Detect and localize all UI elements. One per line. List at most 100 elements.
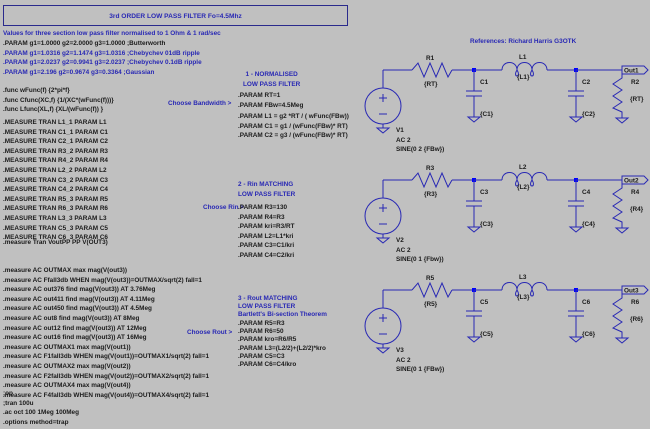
resistor-icon[interactable]	[411, 281, 453, 299]
capacitor-icon[interactable]	[568, 310, 584, 317]
measure-ac-directive[interactable]: .measure AC OUTMAX max mag(V(out3))	[3, 267, 128, 274]
g-param-chebychev-0-1db[interactable]: .PARAM g1=2.0237 g2=0.9941 g3=2.0237 ;Ch…	[3, 59, 202, 67]
measure-ac-directive[interactable]: .measure AC OUTMAX2 max mag(V(out2))	[3, 362, 131, 370]
inductor-icon[interactable]	[501, 172, 548, 181]
measure-tran-directive[interactable]: .MEASURE TRAN C4_2 PARAM C4	[3, 186, 108, 194]
g-param-chebychev-01db[interactable]: .PARAM g1=1.0316 g2=1.1474 g3=1.0316 ;Ch…	[3, 49, 200, 57]
capacitor-name: C5	[480, 299, 489, 306]
load-resistor-icon[interactable]	[611, 294, 623, 338]
sim-command-options[interactable]: .options method=trap	[3, 418, 69, 426]
section3-heading: 3 - Rout MATCHING LOW PASS FILTER Bartle…	[238, 295, 327, 321]
load-resistor-icon[interactable]	[611, 184, 623, 228]
inductor-icon[interactable]	[501, 282, 548, 291]
measure-tran-directive[interactable]: .MEASURE TRAN C5_3 PARAM C5	[3, 224, 108, 232]
section2-params: .PARAM R3=130 .PARAM R4=R3 .PARAM kri=R3…	[238, 204, 295, 263]
measure-ac-directive[interactable]: .measure AC F2fall3db WHEN mag(V(out2))=…	[3, 372, 210, 380]
capacitor-icon[interactable]	[466, 200, 482, 207]
choose-rin-label: Choose Rin >	[203, 204, 245, 211]
capacitor-icon[interactable]	[568, 90, 584, 97]
measure-tran-directive[interactable]: .MEASURE TRAN C2_1 PARAM C2	[3, 138, 108, 146]
capacitor-icon[interactable]	[568, 200, 584, 207]
capacitor-icon[interactable]	[466, 90, 482, 97]
param-l1[interactable]: .PARAM L1 = g2 *RT / ( wFunc(FBw))	[238, 113, 349, 120]
section1-params-a: .PARAM RT=1 .PARAM FBw=4.5Meg	[238, 92, 304, 112]
measure-ac-directive[interactable]: .measure AC out8 find mag(V(out3)) AT 8M…	[3, 314, 140, 322]
plus-sign-icon[interactable]	[379, 314, 387, 322]
measure-tran-directive[interactable]: .MEASURE TRAN C3_2 PARAM C3	[3, 176, 108, 184]
net-label-flag[interactable]	[621, 285, 649, 295]
measure-tran-directive[interactable]: .MEASURE TRAN L2_2 PARAM L2	[3, 166, 107, 174]
load-resistor-icon[interactable]	[611, 74, 623, 118]
measure-tran-directive[interactable]: .MEASURE TRAN R5_3 PARAM R5	[3, 195, 108, 203]
param-l2[interactable]: .PARAM L2=L1*kri	[238, 232, 294, 240]
param-c3[interactable]: .PARAM C3=C1/kri	[238, 242, 295, 250]
param-kri[interactable]: .PARAM kri=R3/RT	[238, 223, 295, 231]
param-fbw[interactable]: .PARAM FBw=4.5Meg	[238, 101, 304, 109]
param-c6[interactable]: .PARAM C6=C4/kro	[238, 360, 297, 368]
sim-command-ac[interactable]: .ac oct 100 1Meg 100Meg	[3, 409, 80, 417]
source-ac-value: AC 2	[396, 357, 411, 364]
plus-sign-icon[interactable]	[379, 204, 387, 212]
g-params-block: .PARAM g1=1.0000 g2=2.0000 g3=1.0000 ;Bu…	[3, 40, 202, 79]
param-rt[interactable]: .PARAM RT=1	[238, 92, 281, 99]
voltage-source-icon[interactable]	[364, 307, 402, 345]
source-sine-value: SINE(0 1 {FBw})	[396, 366, 444, 373]
source-ac-value: AC 2	[396, 137, 411, 144]
measure-ac-directive[interactable]: .measure AC out16 find mag(V(out3)) AT 1…	[3, 334, 147, 342]
measure-ac-directive[interactable]: .measure AC F4fall3db WHEN mag(V(out4))=…	[3, 391, 210, 399]
measure-ac-directive[interactable]: .measure AC Ffall3db WHEN mag(V(out3))=O…	[3, 276, 202, 284]
voltage-source-icon[interactable]	[364, 87, 402, 125]
param-c2[interactable]: .PARAM C2 = g3 / (wFunc(FBw)* RT)	[238, 132, 348, 140]
net-label-flag[interactable]	[621, 175, 649, 185]
measure-ac-directive[interactable]: .measure AC F1fall3db WHEN mag(V(out1))=…	[3, 353, 210, 361]
func-directive[interactable]: .func wFunc(f) {2*pi*f}	[3, 87, 70, 94]
plus-sign-icon[interactable]	[379, 94, 387, 102]
param-c4[interactable]: .PARAM C4=C2/kri	[238, 251, 295, 259]
voltage-source-icon[interactable]	[364, 197, 402, 235]
func-directive[interactable]: .func Lfunc(XL,f) {XL/(wFunc(f)) }	[3, 106, 104, 114]
measure-ac-directive[interactable]: .measure AC OUTMAX4 max mag(V(out4))	[3, 382, 131, 390]
measure-tran-directive[interactable]: .MEASURE TRAN C1_1 PARAM C1	[3, 128, 108, 136]
source-sine-value: SINE(0 2 {FBw})	[396, 146, 444, 153]
param-c5[interactable]: .PARAM C5=C3	[238, 352, 285, 360]
measure-ac-directive[interactable]: .measure AC out450 find mag(V(out3)) AT …	[3, 305, 152, 313]
param-kro[interactable]: .PARAM kro=R6/R5	[238, 336, 297, 344]
measure-ac-directive[interactable]: .measure AC OUTMAX1 max mag(V(out1))	[3, 343, 131, 351]
param-c1[interactable]: .PARAM C1 = g1 / (wFunc(FBw)* RT)	[238, 122, 348, 130]
measure-tran-directive[interactable]: .MEASURE TRAN R4_2 PARAM R4	[3, 157, 108, 165]
capacitor-icon[interactable]	[466, 310, 482, 317]
measure-voutpp[interactable]: .measure Tran VoutPP PP V(OUT3)	[3, 239, 108, 246]
measure-tran-directive[interactable]: .MEASURE TRAN L1_1 PARAM L1	[3, 119, 107, 126]
resistor-icon[interactable]	[411, 171, 453, 189]
measure-tran-directive[interactable]: .MEASURE TRAN R6_3 PARAM R6	[3, 205, 108, 213]
inductor-value: {L2}	[517, 184, 530, 191]
load-resistor-value: {R6}	[630, 316, 644, 323]
net-label-flag[interactable]	[621, 65, 649, 75]
choose-bandwidth-label: Choose Bandwidth >	[168, 100, 232, 107]
measure-tran-directive[interactable]: .MEASURE TRAN C6_3 PARAM C6	[3, 234, 108, 242]
param-r4[interactable]: .PARAM R4=R3	[238, 213, 285, 221]
func-block: .func wFunc(f) {2*pi*f} .func Cfunc(XC,f…	[3, 87, 114, 117]
resistor-icon[interactable]	[411, 61, 453, 79]
param-l3[interactable]: .PARAM L3=(L2/2)+(L2/2)*kro	[238, 344, 326, 352]
measure-ac-directive[interactable]: .measure AC out411 find mag(V(out3)) AT …	[3, 295, 155, 303]
measure-tran-directive[interactable]: .MEASURE TRAN L3_3 PARAM L3	[3, 214, 107, 222]
param-r5[interactable]: .PARAM R5=R3	[238, 320, 285, 327]
sim-command-op[interactable]: ;op	[3, 390, 13, 397]
ground-icon	[614, 337, 630, 344]
inductor-loop-icon	[515, 69, 534, 77]
g-param-gaussian[interactable]: .PARAM g1=2.196 g2=0.9674 g3=0.3364 ;Gau…	[3, 68, 155, 76]
measure-ac-directive[interactable]: .measure AC out376 find mag(V(out3)) AT …	[3, 286, 156, 294]
measure-ac-directive[interactable]: .measure AC out12 find mag(V(out3)) AT 1…	[3, 324, 147, 332]
inductor-icon[interactable]	[501, 62, 548, 71]
func-directive[interactable]: .func Cfunc(XC,f) {1/(XC*(wFunc(f)))}	[3, 96, 114, 104]
g-param-butterworth[interactable]: .PARAM g1=1.0000 g2=2.0000 g3=1.0000 ;Bu…	[3, 40, 166, 47]
sim-command-tran[interactable]: ;tran 100u	[3, 399, 34, 407]
measure-tran-directive[interactable]: .MEASURE TRAN R3_2 PARAM R3	[3, 147, 108, 155]
param-r6[interactable]: .PARAM R6=50	[238, 328, 284, 336]
param-r3[interactable]: .PARAM R3=130	[238, 204, 288, 211]
